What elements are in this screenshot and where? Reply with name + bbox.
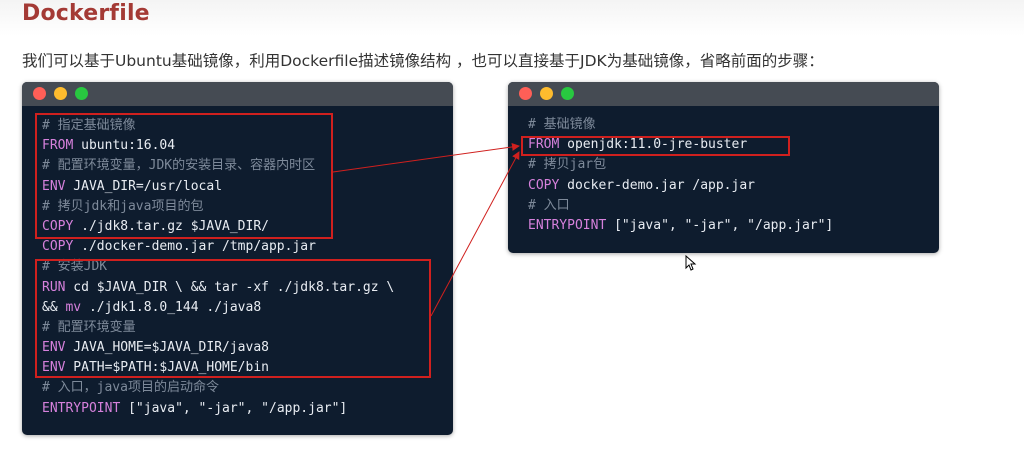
code-line: RUN cd $JAVA_DIR \ && tar -xf ./jdk8.tar… — [42, 278, 394, 298]
code-line: ENV JAVA_HOME=$JAVA_DIR/java8 — [42, 338, 394, 358]
code-text: && — [42, 299, 66, 315]
code-line: ENTRYPOINT ["java", "-jar", "/app.jar"] — [528, 216, 833, 236]
window-titlebar — [22, 82, 453, 106]
code-keyword: ENV — [42, 360, 66, 376]
close-dot-icon[interactable] — [33, 87, 46, 100]
code-line: # 安装JDK — [42, 257, 394, 277]
code-text: ./docker-demo.jar /tmp/app.jar — [73, 239, 316, 255]
code-text: ubuntu:16.04 — [73, 138, 176, 154]
code-line: # 拷贝jar包 — [528, 155, 833, 175]
code-line: # 配置环境变量，JDK的安装目录、容器内时区 — [42, 156, 394, 176]
code-comment: # 入口，java项目的启动命令 — [42, 380, 219, 396]
code-line: FROM openjdk:11.0-jre-buster — [528, 135, 833, 155]
dockerfile-ubuntu-window: # 指定基础镜像 FROM ubuntu:16.04 # 配置环境变量，JDK的安装… — [22, 82, 453, 435]
code-keyword: COPY — [42, 239, 74, 255]
code-comment: # 拷贝jar包 — [528, 157, 607, 173]
code-text: docker-demo.jar /app.jar — [559, 177, 755, 193]
window-titlebar — [508, 82, 939, 106]
code-block: # 指定基础镜像 FROM ubuntu:16.04 # 配置环境变量，JDK的安装… — [42, 116, 394, 419]
code-line: COPY docker-demo.jar /app.jar — [528, 176, 833, 196]
code-line: ENV JAVA_DIR=/usr/local — [42, 177, 394, 197]
code-comment: # 基础镜像 — [528, 117, 596, 132]
code-text: ["java", "-jar", "/app.jar"] — [120, 400, 348, 416]
code-keyword: COPY — [528, 177, 560, 193]
code-keyword: ENV — [42, 340, 66, 356]
code-keyword: FROM — [42, 138, 74, 154]
code-text: PATH=$PATH:$JAVA_HOME/bin — [65, 360, 269, 376]
mouse-cursor-icon — [685, 255, 697, 271]
minimize-dot-icon[interactable] — [540, 87, 553, 100]
code-keyword: RUN — [42, 279, 66, 295]
code-block: # 基础镜像 FROM openjdk:11.0-jre-buster # 拷贝ja… — [528, 115, 833, 236]
code-keyword: ENV — [42, 178, 66, 194]
code-keyword: mv — [65, 299, 82, 315]
maximize-dot-icon[interactable] — [561, 87, 574, 100]
code-text: ./jdk8.tar.gz $JAVA_DIR/ — [73, 218, 269, 234]
code-line: COPY ./jdk8.tar.gz $JAVA_DIR/ — [42, 217, 394, 237]
minimize-dot-icon[interactable] — [54, 87, 67, 100]
code-keyword: COPY — [42, 218, 74, 234]
close-dot-icon[interactable] — [519, 87, 532, 100]
code-text: JAVA_HOME=$JAVA_DIR/java8 — [65, 340, 269, 356]
page-subtitle: 我们可以基于Ubuntu基础镜像，利用Dockerfile描述镜像结构 ，也可以… — [22, 52, 824, 70]
code-text: ./jdk1.8.0_144 ./java8 — [81, 299, 262, 315]
maximize-dot-icon[interactable] — [75, 87, 88, 100]
code-comment: # 拷贝jdk和java项目的包 — [42, 198, 204, 214]
code-line: COPY ./docker-demo.jar /tmp/app.jar — [42, 237, 394, 257]
code-text: openjdk:11.0-jre-buster — [559, 137, 748, 153]
header-strip — [0, 0, 1024, 36]
code-line: ENTRYPOINT ["java", "-jar", "/app.jar"] — [42, 399, 394, 419]
code-keyword: ENTRYPOINT — [528, 217, 607, 233]
dockerfile-jdk-window: # 基础镜像 FROM openjdk:11.0-jre-buster # 拷贝ja… — [508, 82, 939, 253]
code-comment: # 配置环境变量，JDK的安装目录、容器内时区 — [42, 158, 316, 174]
code-keyword: FROM — [528, 137, 560, 153]
code-line: # 入口，java项目的启动命令 — [42, 378, 394, 398]
code-comment: # 入口 — [528, 197, 570, 213]
code-keyword: ENTRYPOINT — [42, 400, 121, 416]
code-comment: # 安装JDK — [42, 259, 108, 275]
code-line: && mv ./jdk1.8.0_144 ./java8 — [42, 298, 394, 318]
page-title: Dockerfile — [22, 1, 150, 26]
code-text: ["java", "-jar", "/app.jar"] — [606, 217, 834, 233]
code-line: # 基础镜像 — [528, 115, 833, 135]
code-line: # 入口 — [528, 196, 833, 216]
code-comment: # 配置环境变量 — [42, 319, 136, 335]
code-line: # 拷贝jdk和java项目的包 — [42, 197, 394, 217]
code-comment: # 指定基础镜像 — [42, 118, 136, 133]
code-text: cd $JAVA_DIR \ && tar -xf ./jdk8.tar.gz … — [65, 279, 395, 295]
code-text: JAVA_DIR=/usr/local — [65, 178, 223, 194]
code-line: # 配置环境变量 — [42, 318, 394, 338]
code-line: ENV PATH=$PATH:$JAVA_HOME/bin — [42, 358, 394, 378]
code-line: # 指定基础镜像 — [42, 116, 394, 136]
code-line: FROM ubuntu:16.04 — [42, 136, 394, 156]
